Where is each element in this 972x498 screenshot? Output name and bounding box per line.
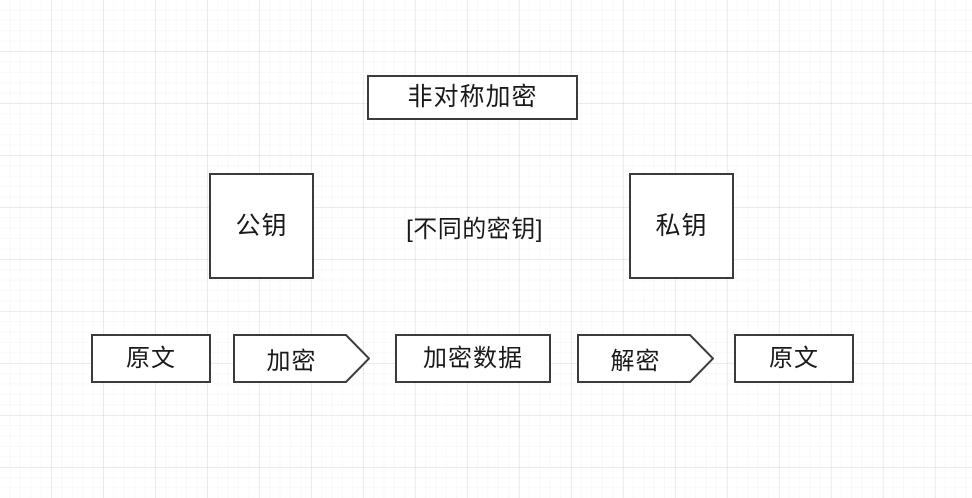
private-key-box: 私钥 bbox=[629, 173, 734, 279]
encrypt-arrow: 加密 bbox=[233, 334, 370, 383]
different-keys-note: [不同的密钥] bbox=[382, 208, 567, 244]
plaintext-input-box: 原文 bbox=[91, 334, 211, 383]
public-key-label: 公钥 bbox=[235, 211, 288, 240]
private-key-label: 私钥 bbox=[655, 211, 708, 240]
encrypted-data-label: 加密数据 bbox=[423, 344, 523, 372]
encrypt-arrow-label: 加密 bbox=[266, 348, 317, 375]
title-box-label: 非对称加密 bbox=[407, 83, 538, 111]
title-box: 非对称加密 bbox=[367, 75, 578, 120]
plaintext-input-label: 原文 bbox=[126, 344, 176, 372]
encrypt-arrow-icon bbox=[233, 334, 370, 383]
different-keys-note-label: [不同的密钥] bbox=[406, 215, 543, 243]
encrypted-data-box: 加密数据 bbox=[395, 334, 551, 383]
plaintext-output-box: 原文 bbox=[734, 334, 854, 383]
plaintext-output-label: 原文 bbox=[769, 344, 819, 372]
decrypt-arrow: 解密 bbox=[577, 334, 714, 383]
decrypt-arrow-icon bbox=[577, 334, 714, 383]
decrypt-arrow-label: 解密 bbox=[610, 348, 661, 375]
public-key-box: 公钥 bbox=[209, 173, 314, 279]
